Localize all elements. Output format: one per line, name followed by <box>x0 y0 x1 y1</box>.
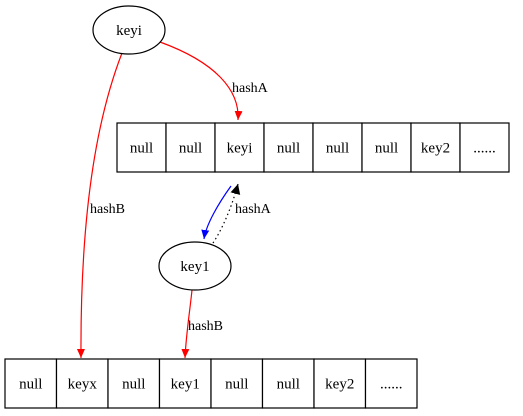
edge-keyi-hashA <box>159 41 243 121</box>
table-bottom-cell-3: key1 <box>158 358 212 409</box>
node-key1-label: key1 <box>180 259 209 275</box>
hash-table-bottom: null keyx null key1 null null key2...... <box>4 358 418 409</box>
table-top-cell-7-label: ...... <box>473 141 496 157</box>
table-bottom-cell-0: null <box>4 358 58 409</box>
table-top-cell-2: keyi <box>214 122 265 173</box>
edge-label-keyi-hashB: hashB <box>90 202 125 217</box>
node-key1: key1 <box>158 241 232 291</box>
table-top-cell-1: null <box>165 122 216 173</box>
edge-keyi-hashB <box>76 52 123 359</box>
table-top-cell-6-label: key2 <box>421 141 450 157</box>
table-top-cell-1-label: null <box>179 141 202 157</box>
table-bottom-cell-6: key2 <box>313 358 367 409</box>
table-top-cell-0-label: null <box>130 141 153 157</box>
table-top-cell-5: null <box>361 122 412 173</box>
table-bottom-cell-1: keyx <box>55 358 109 409</box>
table-top-cell-5-label: null <box>375 141 398 157</box>
edge-top-to-key1 <box>201 185 232 240</box>
table-bottom-cell-4-label: null <box>225 377 248 393</box>
edge-key1-hashB <box>181 289 193 359</box>
table-bottom-cell-0-label: null <box>19 377 42 393</box>
node-keyi-label: keyi <box>116 23 142 39</box>
hash-table-top: null null keyi null null null key2...... <box>116 122 510 173</box>
table-top-cell-3-label: null <box>277 141 300 157</box>
edge-label-keyi-hashA: hashA <box>232 81 269 96</box>
edge-label-key1-hashB: hashB <box>188 319 223 334</box>
table-top-cell-3: null <box>263 122 314 173</box>
table-bottom-cell-1-label: keyx <box>68 377 98 393</box>
table-top-cell-0: null <box>116 122 167 173</box>
table-bottom-cell-6-label: key2 <box>325 377 354 393</box>
table-top-cell-4-label: null <box>326 141 349 157</box>
node-keyi: keyi <box>92 5 166 55</box>
table-top-cell-6: key2 <box>410 122 461 173</box>
table-bottom-cell-5-label: null <box>277 377 300 393</box>
table-top-cell-7: ...... <box>459 122 510 173</box>
table-bottom-cell-4: null <box>210 358 264 409</box>
edge-key1-hashA <box>212 183 241 244</box>
table-bottom-cell-2: null <box>107 358 161 409</box>
table-bottom-cell-7-label: ...... <box>380 377 403 393</box>
table-top-cell-2-label: keyi <box>227 141 253 157</box>
table-bottom-cell-7: ...... <box>364 358 418 409</box>
table-bottom-cell-2-label: null <box>122 377 145 393</box>
table-top-cell-4: null <box>312 122 363 173</box>
table-bottom-cell-5: null <box>261 358 315 409</box>
table-bottom-cell-3-label: key1 <box>171 377 200 393</box>
edge-label-key1-hashA: hashA <box>235 202 272 217</box>
